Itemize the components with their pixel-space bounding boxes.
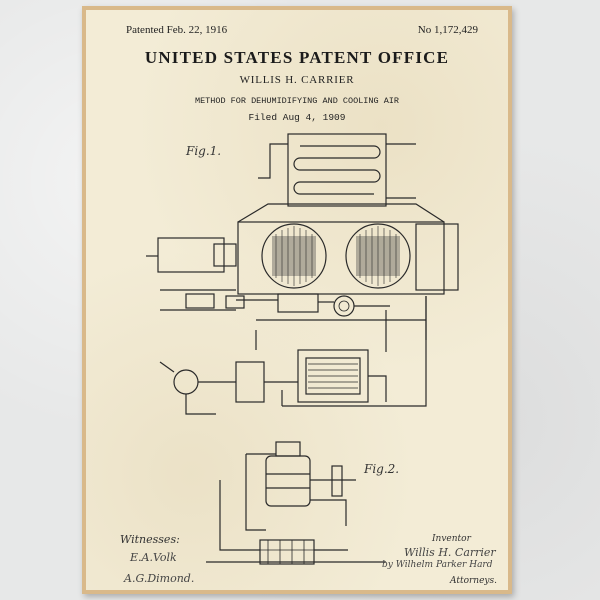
inventor-name: WILLIS H. CARRIER [239, 74, 355, 86]
pump [173, 369, 199, 395]
patent-drawing [146, 133, 459, 565]
main-chamber [237, 221, 445, 295]
inlet-housing [157, 237, 225, 273]
fig2-label: Fig.2. [364, 462, 400, 476]
patent-poster: Patented Feb. 22, 1916 No 1,172,429 UNIT… [86, 10, 508, 590]
fig2-vessel [265, 455, 311, 507]
fan-left [261, 223, 327, 289]
fig2-base [259, 539, 315, 565]
patent-number: No 1,172,429 [417, 24, 478, 36]
witnesses-label: Witnesses: [120, 533, 180, 546]
witness-signature-1: E.A.Volk [130, 551, 177, 564]
attorneys-label: Attorneys. [450, 576, 497, 586]
witness-signature-2: A.G.Dimond. [124, 572, 195, 585]
coil-box [287, 133, 387, 207]
poster-title: UNITED STATES PATENT OFFICE [144, 48, 450, 67]
outlet-duct [415, 223, 459, 291]
attorney-signature: by Wilhelm Parker Hard [382, 560, 493, 570]
poster-frame: Patented Feb. 22, 1916 No 1,172,429 UNIT… [82, 6, 512, 594]
fan-grid [272, 236, 400, 276]
inventor-signature: Willis H. Carrier [404, 546, 496, 559]
invention-title: METHOD FOR DEHUMIDIFYING AND COOLING AIR [194, 96, 400, 106]
filed-date: Filed Aug 4, 1909 [248, 112, 346, 123]
fig1-label: Fig.1. [186, 144, 222, 158]
fan-right [345, 223, 411, 289]
inventor-label: Inventor [432, 534, 471, 544]
cooling-coil [293, 145, 381, 195]
patent-date: Patented Feb. 22, 1916 [126, 24, 228, 36]
